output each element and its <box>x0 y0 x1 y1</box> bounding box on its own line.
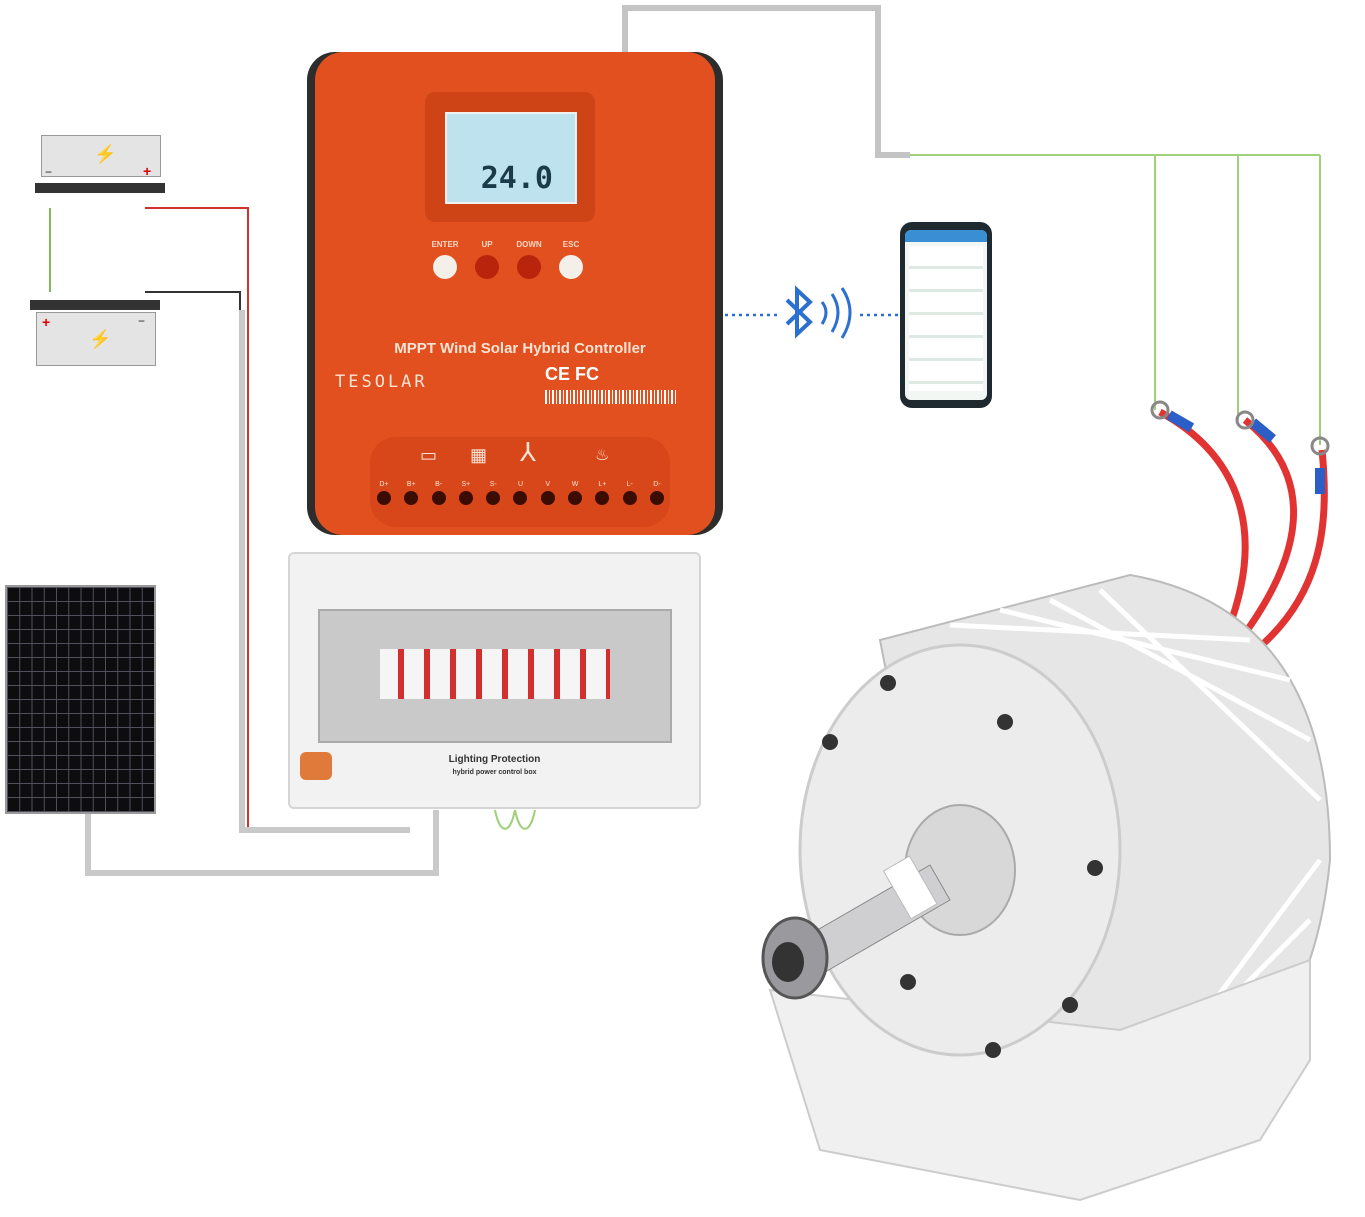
box-label: Lighting Protection <box>448 754 541 765</box>
up-knob[interactable] <box>475 255 499 279</box>
terminal: L+ <box>590 481 614 505</box>
solar-panel <box>5 585 156 814</box>
terminal-screw <box>431 491 446 505</box>
terminal-label: B- <box>435 481 443 488</box>
terminal-screw <box>513 491 528 505</box>
terminal: U <box>508 481 532 505</box>
down-button[interactable]: DOWN <box>516 240 542 279</box>
esc-button[interactable]: ESC <box>559 240 583 279</box>
terminal: D- <box>645 481 669 505</box>
lightning-protection-box: Lighting Protection hybrid power control… <box>288 552 701 809</box>
controller-title: MPPT Wind Solar Hybrid Controller <box>394 340 646 357</box>
button-label: ESC <box>562 240 580 249</box>
phone-screen <box>905 230 987 400</box>
battery-cable <box>239 310 410 833</box>
lightning-icon: ⚡ <box>94 144 117 164</box>
terminal: D+ <box>372 481 396 505</box>
terminal-label: L+ <box>598 481 607 488</box>
breaker-compartment <box>318 609 672 743</box>
battery-top: ⚡ − + <box>35 135 165 195</box>
lcd-display: 24.0 <box>445 112 577 204</box>
battery-bottom: ⚡ + − <box>30 300 160 366</box>
app-header <box>905 230 987 242</box>
terminal-label: S- <box>489 481 497 488</box>
terminal: B- <box>427 481 451 505</box>
enter-button[interactable]: ENTER <box>431 240 459 279</box>
smartphone-app <box>900 222 992 408</box>
terminal-label: U <box>517 481 524 488</box>
terminal: S+ <box>454 481 478 505</box>
terminal-row: D+ B+ B- S+ S- U V W L+ L- D- <box>372 481 669 505</box>
app-list <box>909 246 983 391</box>
terminal-label: S+ <box>461 481 471 488</box>
terminal: W <box>563 481 587 505</box>
lightning-icon: ⚡ <box>89 329 112 349</box>
terminal-screw <box>486 491 501 505</box>
terminal-label: D- <box>653 481 661 488</box>
terminal-screw <box>568 491 583 505</box>
circuit-breakers <box>380 649 610 699</box>
terminal: S- <box>481 481 505 505</box>
battery-negative-label: − <box>45 165 53 179</box>
terminal-screw <box>622 491 637 505</box>
terminal-screw <box>540 491 555 505</box>
button-label: DOWN <box>516 240 542 249</box>
terminal-screw <box>404 491 419 505</box>
terminal-screw <box>649 491 664 505</box>
terminal-label: W <box>571 481 579 488</box>
down-knob[interactable] <box>517 255 541 279</box>
solar-panel-icon: ▦ <box>470 445 488 465</box>
terminal-label: D+ <box>379 481 389 488</box>
hybrid-controller: 24.0 ENTER UP DOWN ESC MPPT Wind Solar H… <box>315 52 715 535</box>
terminal-screw <box>377 491 391 505</box>
battery-positive-label: + <box>143 163 152 179</box>
wind-turbine-icon: ⅄ <box>520 437 536 467</box>
certification-marks: CE FC <box>545 364 599 384</box>
enter-knob[interactable] <box>433 255 457 279</box>
lamp-icon: ♨ <box>595 447 610 464</box>
button-label: UP <box>481 240 493 249</box>
generator-phase-wires <box>910 154 1321 445</box>
terminal-label: L- <box>626 481 633 488</box>
brand-logo: TESOLAR <box>335 372 428 392</box>
box-sublabel: hybrid power control box <box>452 769 537 776</box>
terminal: L- <box>618 481 642 505</box>
esc-knob[interactable] <box>559 255 583 279</box>
solar-cable <box>85 810 439 876</box>
battery-icon: ▭ <box>420 445 438 465</box>
terminal-screw <box>458 491 473 505</box>
barcode <box>545 390 677 404</box>
button-label: ENTER <box>431 240 459 249</box>
terminal: B+ <box>399 481 423 505</box>
terminal: V <box>536 481 560 505</box>
terminal-screw <box>595 491 610 505</box>
terminal-label: V <box>545 481 551 488</box>
wind-generator <box>761 573 1332 1202</box>
up-button[interactable]: UP <box>475 240 499 279</box>
cable-controller-to-generator <box>622 5 910 158</box>
button-row: ENTER UP DOWN ESC <box>431 240 583 279</box>
battery-positive-label: + <box>42 314 51 330</box>
lcd-value: 24.0 <box>480 161 553 196</box>
battery-negative-label: − <box>138 314 146 328</box>
bluetooth-icon <box>785 285 852 339</box>
terminal-panel: ▭ ▦ ⅄ ♨ D+ B+ B- S+ S- U V W L+ L- D- <box>370 437 670 527</box>
terminal-label: B+ <box>406 481 416 488</box>
box-logo <box>300 752 332 780</box>
ring-terminals <box>1166 410 1325 494</box>
